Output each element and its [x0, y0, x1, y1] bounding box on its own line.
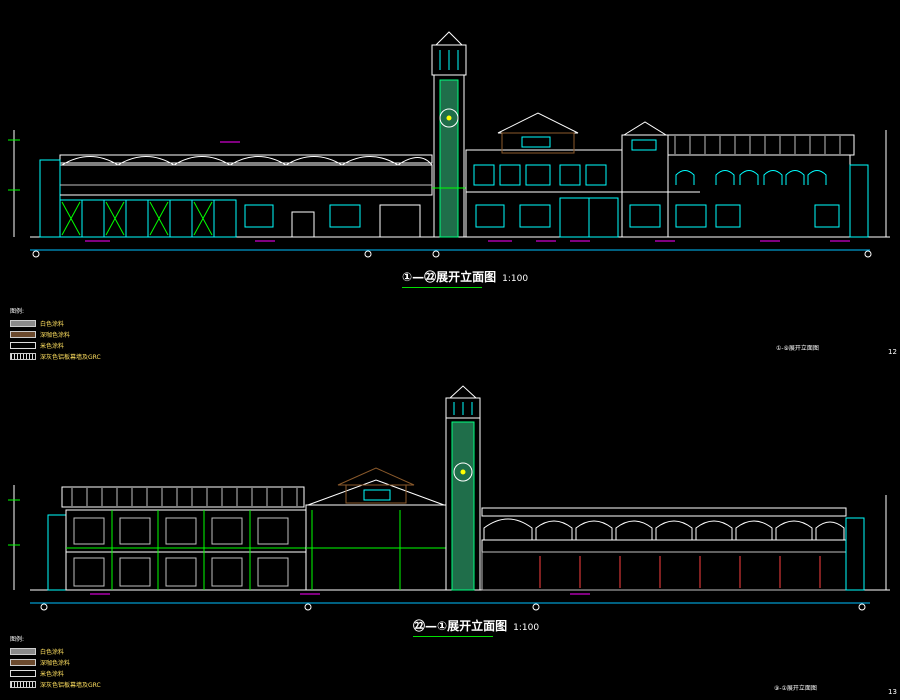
- bottom-elevation-title: ㉒—①展开立面图 1:100: [413, 617, 540, 637]
- legend-label: 米色涂料: [40, 343, 65, 350]
- legend-swatch-brown: [10, 331, 36, 338]
- legend-swatch-white: [10, 342, 36, 349]
- top-elevation-title: ①—㉒展开立面图 1:100: [402, 268, 529, 288]
- top-elevation-scale: 1:100: [502, 274, 529, 284]
- legend-label: 深灰色铝板幕墙及GRC: [40, 682, 101, 689]
- legend-label: 深灰色铝板幕墙及GRC: [40, 354, 101, 361]
- bottom-side-note: ⑨-①展开立面图: [774, 685, 817, 692]
- legend-label: 白色涂料: [40, 649, 65, 656]
- legend-label: 米色涂料: [40, 671, 65, 678]
- bottom-elevation-title-text: ㉒—①展开立面图: [413, 619, 508, 633]
- sheet-number-bottom: 13: [888, 688, 897, 696]
- legend-item: 深咖色涂料: [10, 658, 101, 667]
- top-side-note: ①-⑨展开立面图: [776, 345, 819, 352]
- legend-swatch-gray: [10, 320, 36, 327]
- legend-swatch-hatch: [10, 353, 36, 360]
- legend-bottom-heading: 图例:: [10, 636, 25, 643]
- legend-swatch-brown: [10, 659, 36, 666]
- legend-item: 深灰色铝板幕墙及GRC: [10, 352, 101, 361]
- sheet-number-top: 12: [888, 348, 897, 356]
- legend-swatch-gray: [10, 648, 36, 655]
- top-elevation-title-text: ①—㉒展开立面图: [402, 270, 497, 284]
- legend-swatch-hatch: [10, 681, 36, 688]
- legend-bottom: 图例: 白色涂料 深咖色涂料 米色涂料 深灰色铝板幕墙及GRC: [10, 634, 101, 691]
- legend-label: 深咖色涂料: [40, 660, 71, 667]
- legend-top-heading: 图例:: [10, 308, 25, 315]
- legend-item: 米色涂料: [10, 669, 101, 678]
- legend-swatch-white: [10, 670, 36, 677]
- bottom-elevation-scale: 1:100: [513, 623, 540, 633]
- legend-item: 米色涂料: [10, 341, 101, 350]
- legend-label: 深咖色涂料: [40, 332, 71, 339]
- legend-item: 白色涂料: [10, 319, 101, 328]
- legend-item: 白色涂料: [10, 647, 101, 656]
- legend-label: 白色涂料: [40, 321, 65, 328]
- legend-item: 深灰色铝板幕墙及GRC: [10, 680, 101, 689]
- legend-item: 深咖色涂料: [10, 330, 101, 339]
- legend-top: 图例: 白色涂料 深咖色涂料 米色涂料 深灰色铝板幕墙及GRC: [10, 306, 101, 363]
